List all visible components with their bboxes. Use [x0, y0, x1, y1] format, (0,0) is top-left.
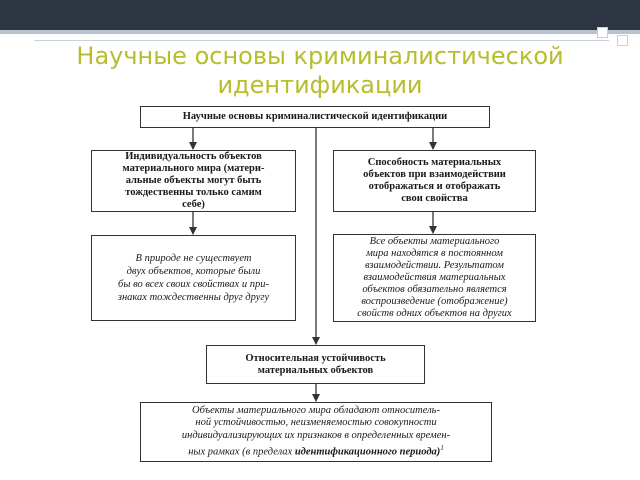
right-explanation-line: взаимодействии. Результатом: [364, 260, 504, 271]
stability-explanation-line: индивидуализирующих их признаков в опред…: [181, 429, 451, 441]
identification-period-term: идентификационного периода): [294, 446, 441, 458]
root-box: Научные основы криминалистической иденти…: [140, 106, 490, 128]
top-bar-accent: [0, 30, 640, 34]
root-label: Научные основы криминалистической иденти…: [182, 111, 448, 122]
footnote-mark: 1: [440, 444, 444, 453]
left-principle-line: тождественны только самим: [125, 187, 262, 198]
decorative-line: [34, 40, 609, 41]
left-principle-line: материального мира (матери-: [122, 163, 265, 174]
right-principle-box: Способность материальных объектов при вз…: [333, 150, 536, 212]
left-explanation-line: В природе не существует: [135, 253, 252, 264]
slide-title-line: Научные основы криминалистической: [76, 42, 564, 70]
left-explanation-line: знаках тождественны друг другу: [117, 292, 270, 303]
corner-decoration: [597, 27, 608, 38]
left-principle-line: Индивидуальность объектов: [125, 151, 262, 162]
left-explanation-line: бы во всех своих свойствах и при-: [118, 279, 269, 290]
stability-explanation-line: Объекты материального мира обладают отно…: [192, 404, 440, 416]
right-explanation-line: свойств одних объектов на других: [357, 308, 512, 319]
right-explanation-line: Все объекты материального: [369, 236, 500, 247]
right-principle-line: Способность материальных: [367, 157, 502, 168]
left-principle-box: Индивидуальность объектов материального …: [91, 150, 296, 212]
right-explanation-box: Все объекты материального мира находятся…: [333, 234, 536, 322]
corner-decoration: [617, 35, 628, 46]
stability-line: материальных объектов: [257, 364, 374, 376]
right-principle-line: отображаться и отображать: [368, 181, 501, 192]
stability-explanation-box: Объекты материального мира обладают отно…: [140, 402, 492, 462]
stability-line: Относительная устойчивость: [245, 352, 386, 364]
stability-box: Относительная устойчивость материальных …: [206, 345, 425, 384]
slide-title-line: идентификации: [217, 71, 423, 99]
right-explanation-line: мира находятся в постоянном: [366, 248, 503, 259]
right-principle-line: объектов при взаимодействии: [363, 169, 506, 180]
stability-explanation-prefix: ных рамках (в пределах: [188, 446, 295, 458]
stability-explanation-last-line: ных рамках (в пределах идентификационног…: [188, 442, 444, 459]
slide-title: Научные основы криминалистической иденти…: [40, 42, 600, 100]
left-principle-line: альные объекты могут быть: [125, 175, 262, 186]
right-principle-line: свои свойства: [401, 193, 468, 204]
left-explanation-line: двух объектов, которые были: [126, 266, 261, 277]
right-explanation-line: объектов обязательно является: [362, 284, 507, 295]
left-explanation-box: В природе не существует двух объектов, к…: [91, 235, 296, 321]
top-bar: [0, 0, 640, 30]
stability-explanation-line: ной устойчивостью, неизменяемостью совок…: [195, 417, 437, 429]
right-explanation-line: воспроизведение (отображение): [361, 296, 508, 307]
left-principle-line: себе): [182, 199, 205, 210]
right-explanation-line: взаимодействия материальных: [363, 272, 506, 283]
